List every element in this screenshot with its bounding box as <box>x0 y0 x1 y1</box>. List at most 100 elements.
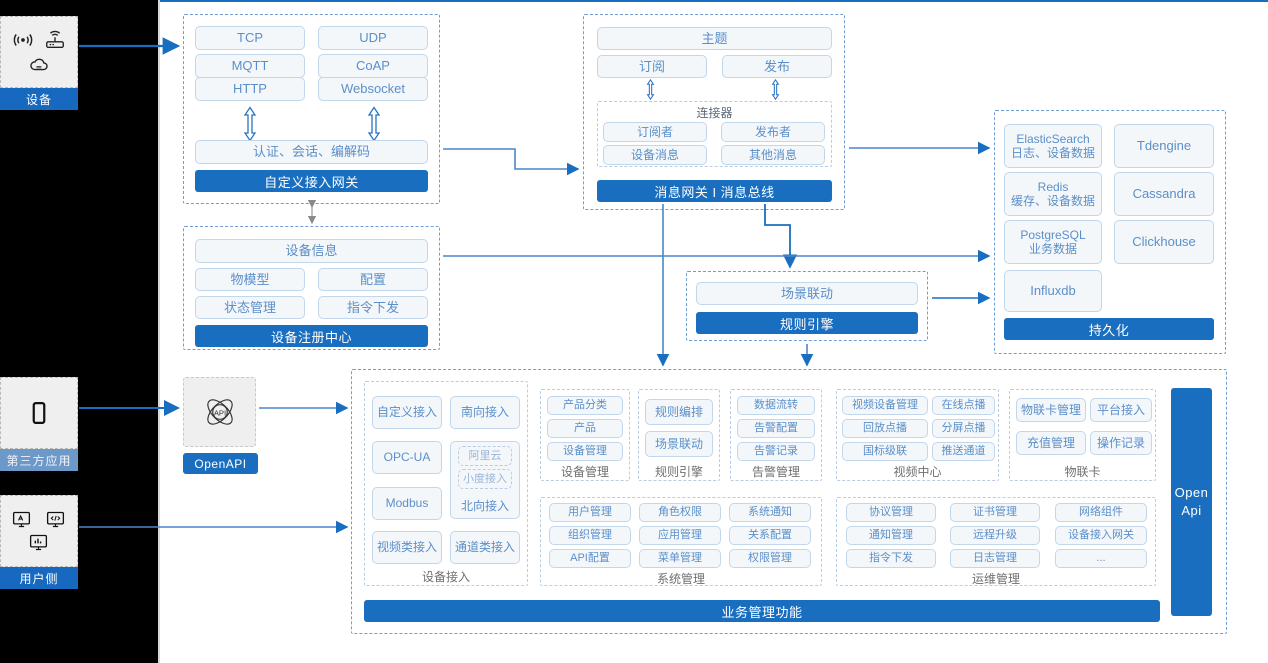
video-replay[interactable]: 回放点播 <box>842 419 928 438</box>
message-updown-arrow-left <box>643 78 658 105</box>
message-publish[interactable]: 发布 <box>722 55 832 78</box>
svg-text:API: API <box>214 408 226 417</box>
business-bar[interactable]: 业务管理功能 <box>364 600 1160 622</box>
message-bus-bar[interactable]: 消息网关 I 消息总线 <box>597 180 832 202</box>
ops-log-management[interactable]: 日志管理 <box>950 549 1040 568</box>
store-cassandra[interactable]: Cassandra <box>1114 172 1214 216</box>
business-group <box>351 369 1227 634</box>
access-custom[interactable]: 自定义接入 <box>372 396 442 429</box>
re-scene-linkage[interactable]: 场景联动 <box>645 431 713 457</box>
rail-divider <box>158 0 160 663</box>
protocol-tcp[interactable]: TCP <box>195 26 305 50</box>
message-subscribe[interactable]: 订阅 <box>597 55 707 78</box>
sys-menu-management[interactable]: 菜单管理 <box>639 549 721 568</box>
access-xiaodu[interactable]: 小度接入 <box>458 469 512 489</box>
protocol-http[interactable]: HTTP <box>195 77 305 101</box>
wifi-signal-icon <box>12 29 34 51</box>
rules-group <box>686 271 928 341</box>
access-southbound[interactable]: 南向接入 <box>450 396 520 429</box>
registry-state-mgmt[interactable]: 状态管理 <box>195 296 305 319</box>
registry-bar[interactable]: 设备注册中心 <box>195 325 428 347</box>
store-redis[interactable]: Redis 缓存、设备数据 <box>1004 172 1102 216</box>
ops-certificate-management[interactable]: 证书管理 <box>950 503 1040 522</box>
access-northbound-wrap[interactable]: 北向接入 <box>450 441 520 519</box>
iot-platform-access[interactable]: 平台接入 <box>1090 398 1152 422</box>
group-device-management <box>540 389 630 481</box>
ops-command-dispatch[interactable]: 指令下发 <box>846 549 936 568</box>
sys-api-config[interactable]: API配置 <box>549 549 631 568</box>
persistence-bar[interactable]: 持久化 <box>1004 318 1214 340</box>
sys-user-management[interactable]: 用户管理 <box>549 503 631 522</box>
actor-device-label: 设备 <box>0 88 78 110</box>
ops-device-access-gateway[interactable]: 设备接入网关 <box>1055 526 1147 545</box>
actor-device[interactable]: 设备 <box>0 16 78 110</box>
protocol-websocket[interactable]: Websocket <box>318 77 428 101</box>
cloud-icon <box>28 53 50 75</box>
sys-permission-management[interactable]: 权限管理 <box>729 549 811 568</box>
store-postgresql[interactable]: PostgreSQL 业务数据 <box>1004 220 1102 264</box>
ops-remote-upgrade[interactable]: 远程升级 <box>950 526 1040 545</box>
sys-org-management[interactable]: 组织管理 <box>549 526 631 545</box>
registry-command-dispatch[interactable]: 指令下发 <box>318 296 428 319</box>
video-push-channel[interactable]: 推送通道 <box>932 442 995 461</box>
store-elasticsearch-name: ElasticSearch <box>1016 131 1090 146</box>
dm-product[interactable]: 产品 <box>547 419 623 438</box>
video-online-play[interactable]: 在线点播 <box>932 396 995 415</box>
protocol-udp[interactable]: UDP <box>318 26 428 50</box>
protocol-coap[interactable]: CoAP <box>318 54 428 78</box>
iot-card-management[interactable]: 物联卡管理 <box>1016 398 1086 422</box>
registry-device-info[interactable]: 设备信息 <box>195 239 428 263</box>
openapi-side-bar-line2: Api <box>1181 503 1202 518</box>
registry-config[interactable]: 配置 <box>318 268 428 291</box>
access-channel[interactable]: 通道类接入 <box>450 531 520 564</box>
connector-publisher[interactable]: 发布者 <box>721 122 825 142</box>
gateway-middle[interactable]: 认证、会话、编解码 <box>195 140 428 164</box>
mobile-phone-icon <box>25 399 53 427</box>
access-video[interactable]: 视频类接入 <box>372 531 442 564</box>
sys-role-permission[interactable]: 角色权限 <box>639 503 721 522</box>
openapi-badge[interactable]: OpenAPI <box>183 453 258 474</box>
alarm-records[interactable]: 告警记录 <box>737 442 815 461</box>
sys-notification[interactable]: 系统通知 <box>729 503 811 522</box>
video-gb-cascade[interactable]: 国标级联 <box>842 442 928 461</box>
connector-device-message[interactable]: 设备消息 <box>603 145 707 165</box>
rules-bar[interactable]: 规则引擎 <box>696 312 918 334</box>
alarm-config[interactable]: 告警配置 <box>737 419 815 438</box>
group-device-access <box>364 381 528 586</box>
dm-device-management[interactable]: 设备管理 <box>547 442 623 461</box>
connector-subscriber[interactable]: 订阅者 <box>603 122 707 142</box>
message-topic[interactable]: 主题 <box>597 27 832 50</box>
sys-relation-config[interactable]: 关系配置 <box>729 526 811 545</box>
re-rule-orchestration[interactable]: 规则编排 <box>645 399 713 425</box>
actor-user-side[interactable]: 用户侧 <box>0 495 78 589</box>
video-device-management[interactable]: 视频设备管理 <box>842 396 928 415</box>
iot-operation-records[interactable]: 操作记录 <box>1090 431 1152 455</box>
video-split-screen[interactable]: 分屏点播 <box>932 419 995 438</box>
openapi-side-bar[interactable]: Open Api <box>1171 388 1212 616</box>
access-aliyun[interactable]: 阿里云 <box>458 446 512 466</box>
ops-more[interactable]: ... <box>1055 549 1147 568</box>
connector-other-message[interactable]: 其他消息 <box>721 145 825 165</box>
rules-scene-linkage[interactable]: 场景联动 <box>696 282 918 305</box>
protocol-mqtt[interactable]: MQTT <box>195 54 305 78</box>
store-influxdb[interactable]: Influxdb <box>1004 270 1102 312</box>
dm-product-category[interactable]: 产品分类 <box>547 396 623 415</box>
access-opcua[interactable]: OPC-UA <box>372 441 442 474</box>
actor-third-party-app[interactable]: 第三方应用 <box>0 377 78 471</box>
sys-app-management[interactable]: 应用管理 <box>639 526 721 545</box>
registry-thing-model[interactable]: 物模型 <box>195 268 305 291</box>
iot-recharge-management[interactable]: 充值管理 <box>1016 431 1086 455</box>
store-postgresql-name: PostgreSQL <box>1020 227 1086 242</box>
store-tdengine[interactable]: Tdengine <box>1114 124 1214 168</box>
ops-protocol-management[interactable]: 协议管理 <box>846 503 936 522</box>
group-label-alarm-management: 告警管理 <box>751 464 800 479</box>
access-modbus[interactable]: Modbus <box>372 487 442 520</box>
alarm-data-flow[interactable]: 数据流转 <box>737 396 815 415</box>
store-clickhouse[interactable]: Clickhouse <box>1114 220 1214 264</box>
registry-group <box>183 226 440 350</box>
ops-network-component[interactable]: 网络组件 <box>1055 503 1147 522</box>
gateway-bar[interactable]: 自定义接入网关 <box>195 170 428 192</box>
store-elasticsearch[interactable]: ElasticSearch 日志、设备数据 <box>1004 124 1102 168</box>
ops-notification-management[interactable]: 通知管理 <box>846 526 936 545</box>
